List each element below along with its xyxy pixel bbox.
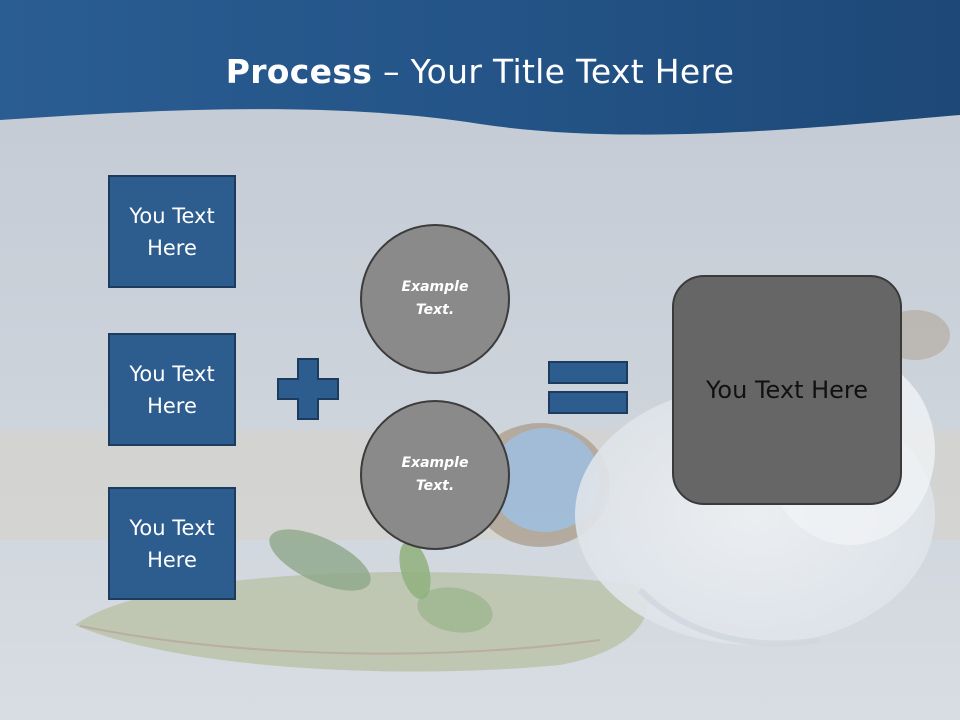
text-box-label: You Text Here — [129, 203, 215, 260]
plus-icon — [277, 358, 339, 420]
example-circle-1: Example Text. — [360, 224, 510, 374]
slide-title: Process – Your Title Text Here — [0, 52, 960, 91]
equals-icon — [548, 361, 628, 414]
result-label: You Text Here — [705, 376, 869, 404]
example-circle-2: Example Text. — [360, 400, 510, 550]
text-box-1: You Text Here — [108, 175, 236, 288]
text-box-2: You Text Here — [108, 333, 236, 446]
circle-label: Example Text. — [401, 455, 469, 494]
circle-label: Example Text. — [401, 279, 469, 318]
text-box-label: You Text Here — [129, 515, 215, 572]
text-box-label: You Text Here — [129, 361, 215, 418]
text-box-3: You Text Here — [108, 487, 236, 600]
result-box: You Text Here — [672, 275, 902, 505]
title-rest: – Your Title Text Here — [372, 52, 735, 91]
title-bold: Process — [225, 52, 373, 91]
